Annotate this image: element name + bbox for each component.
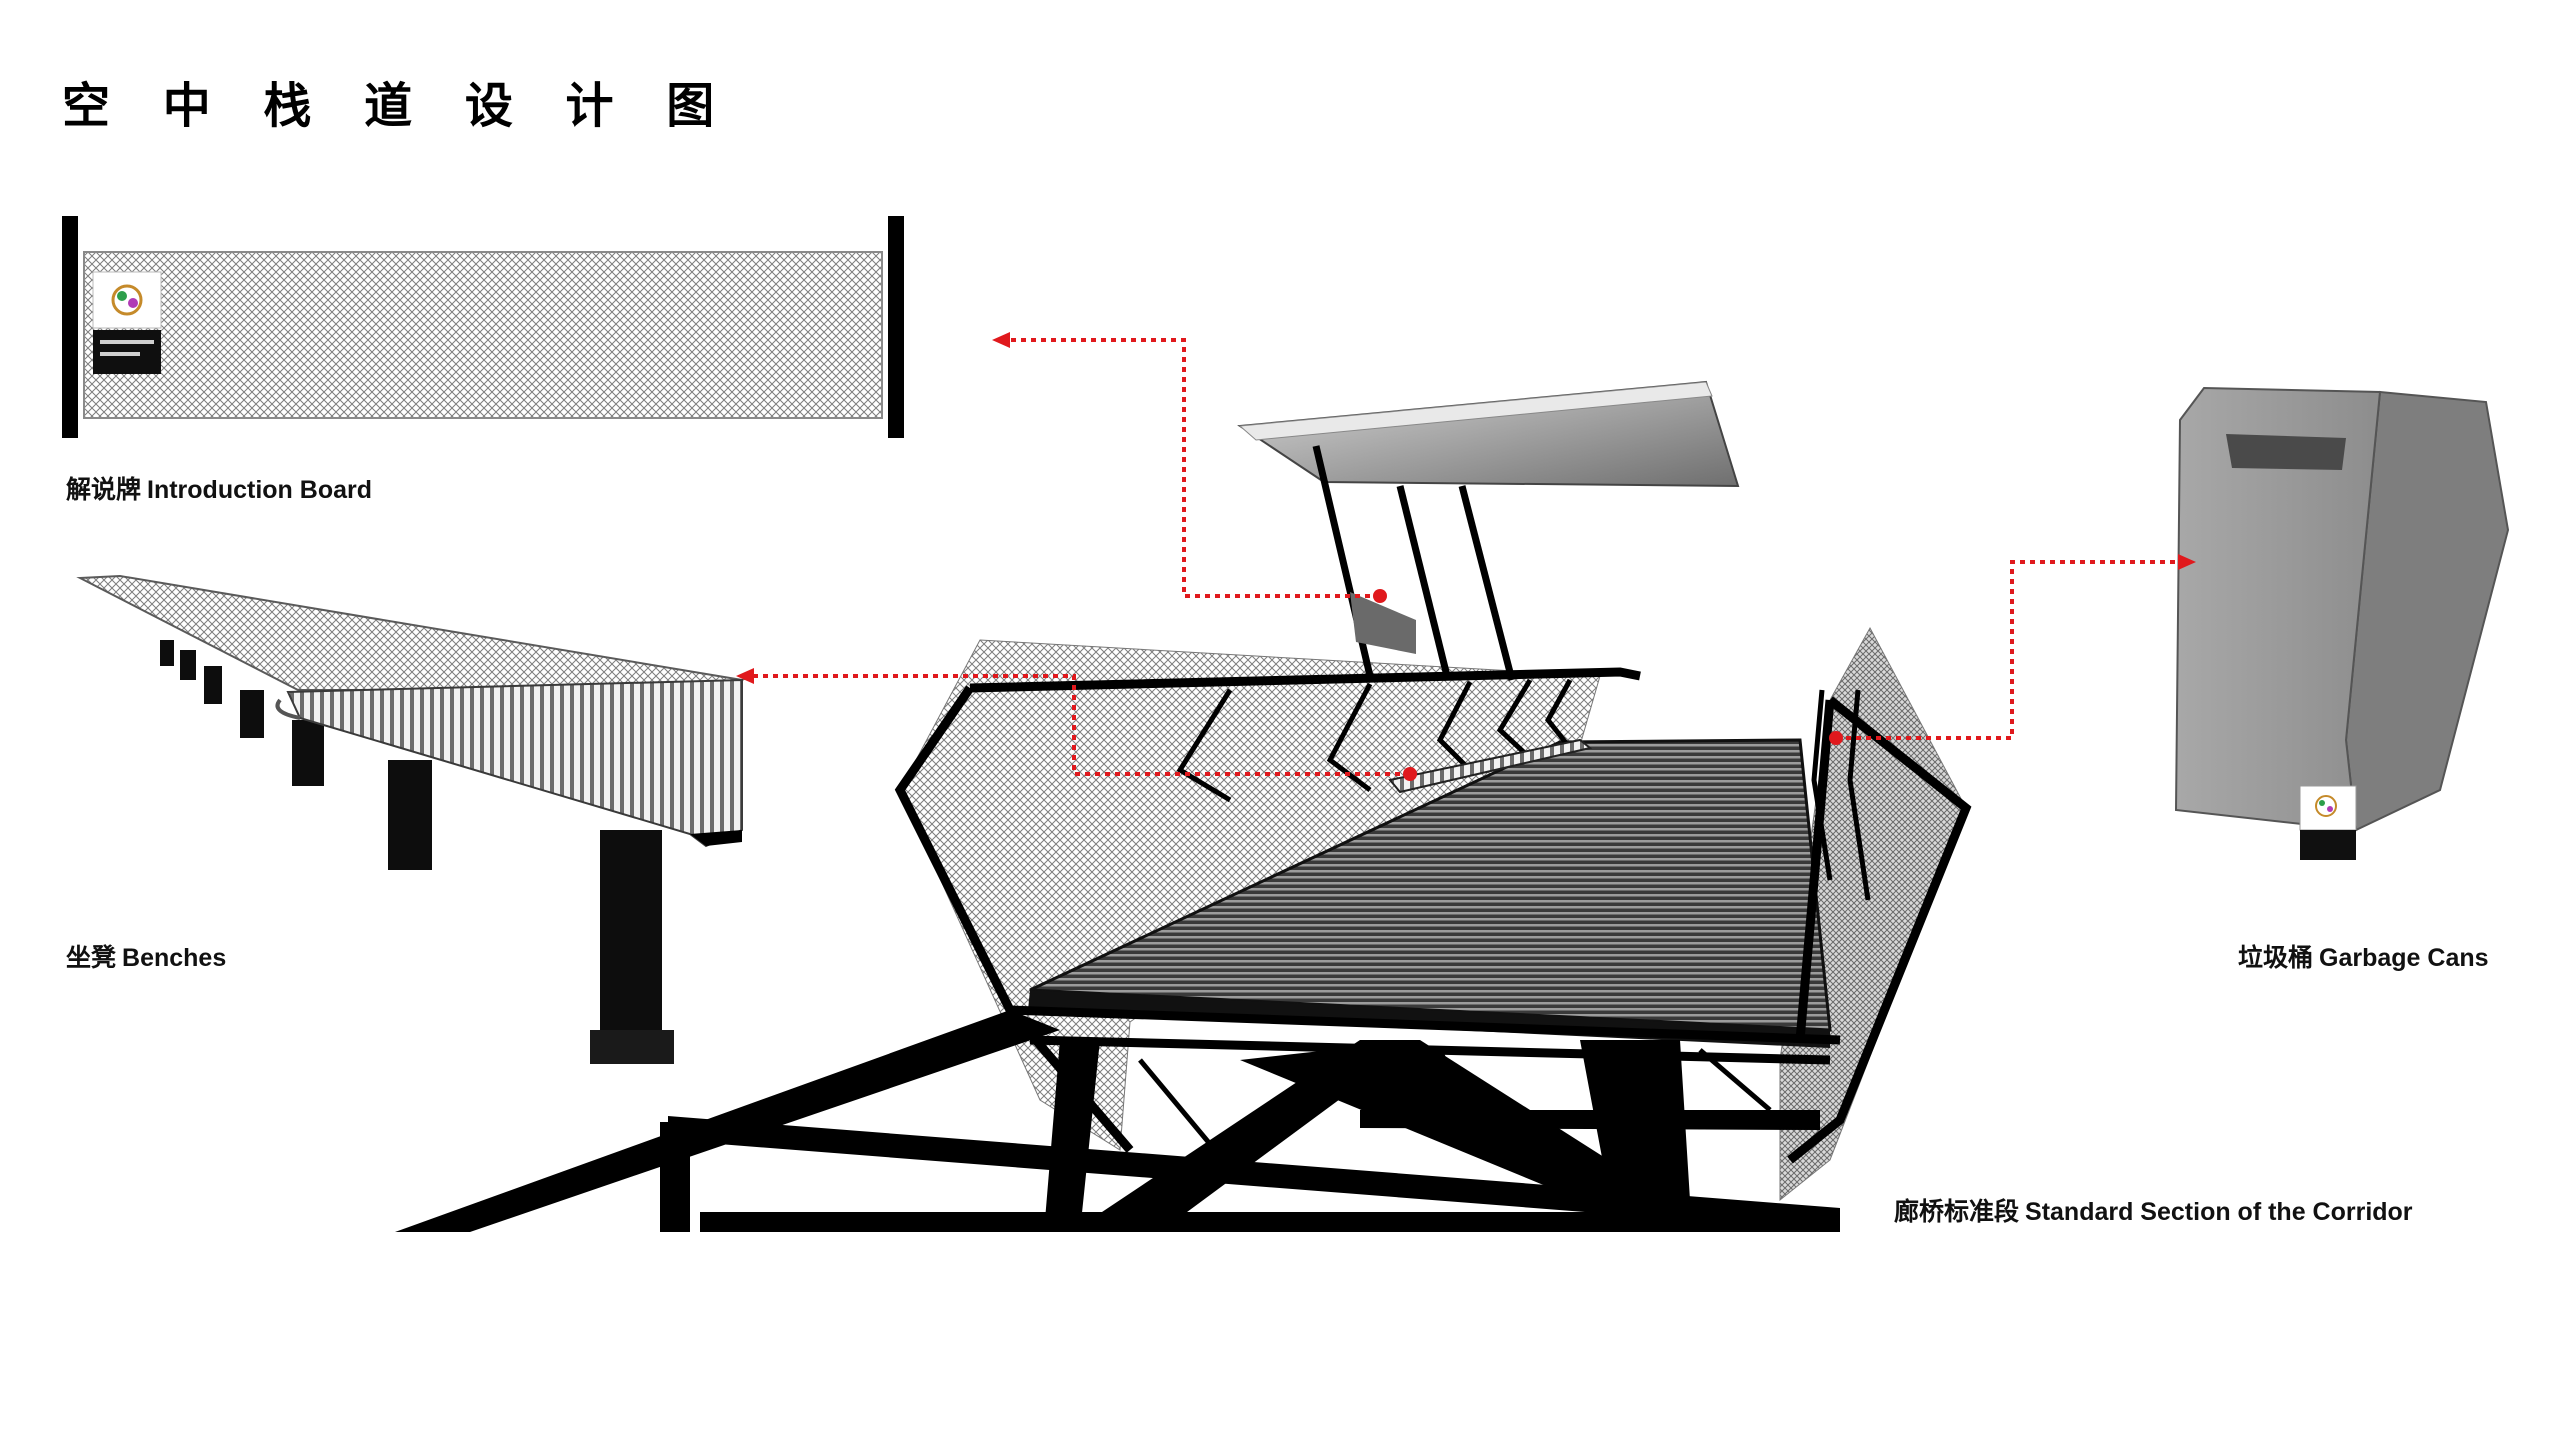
callout-anchor-dot	[1829, 731, 1843, 745]
bench-leg	[180, 650, 196, 680]
callout-arrowhead	[992, 332, 1010, 348]
bench-seat	[286, 678, 743, 848]
label-cn: 垃圾桶	[2238, 943, 2314, 972]
bench-top	[76, 574, 746, 691]
callout-to-bench	[750, 674, 1410, 776]
bench-leg	[292, 720, 324, 786]
board-sign-graphic	[92, 271, 162, 374]
bench-leg	[204, 666, 222, 704]
bench-leg	[600, 830, 662, 1040]
callout-anchor-dot	[1373, 589, 1387, 603]
corridor-understructure	[395, 1010, 1840, 1232]
corridor-canopy	[1237, 380, 1740, 681]
callout-to-board	[1006, 338, 1380, 598]
board-post-left	[62, 216, 78, 438]
label-cn: 廊桥标准段	[1894, 1197, 2020, 1226]
label-cn: 坐凳	[66, 943, 117, 972]
label-en: Garbage Cans	[2319, 944, 2489, 972]
callout-lines	[750, 338, 2180, 776]
callout-arrowhead	[736, 668, 754, 684]
label-en: Benches	[122, 944, 227, 972]
bench-leg	[240, 690, 264, 738]
board-post-right	[888, 216, 904, 438]
bench-leg	[388, 760, 432, 870]
callout-to-bin	[1836, 560, 2180, 740]
label-cn: 解说牌	[66, 475, 142, 504]
garbage-can	[2174, 386, 2510, 860]
callout-arrowhead	[2178, 554, 2196, 570]
page-title: 空 中 栈 道 设 计 图	[62, 78, 733, 134]
bench-leg	[160, 640, 174, 666]
callout-anchor-dot	[1403, 767, 1417, 781]
bin-sign-graphic	[2299, 785, 2357, 860]
label-en: Standard Section of the Corridor	[2025, 1198, 2413, 1226]
bin-opening	[2226, 434, 2346, 470]
bench	[76, 574, 746, 1064]
board-mesh-panel	[83, 251, 883, 419]
corridor-standard-section	[395, 380, 1972, 1232]
label-en: Introduction Board	[147, 476, 372, 504]
introduction-board	[62, 216, 904, 438]
